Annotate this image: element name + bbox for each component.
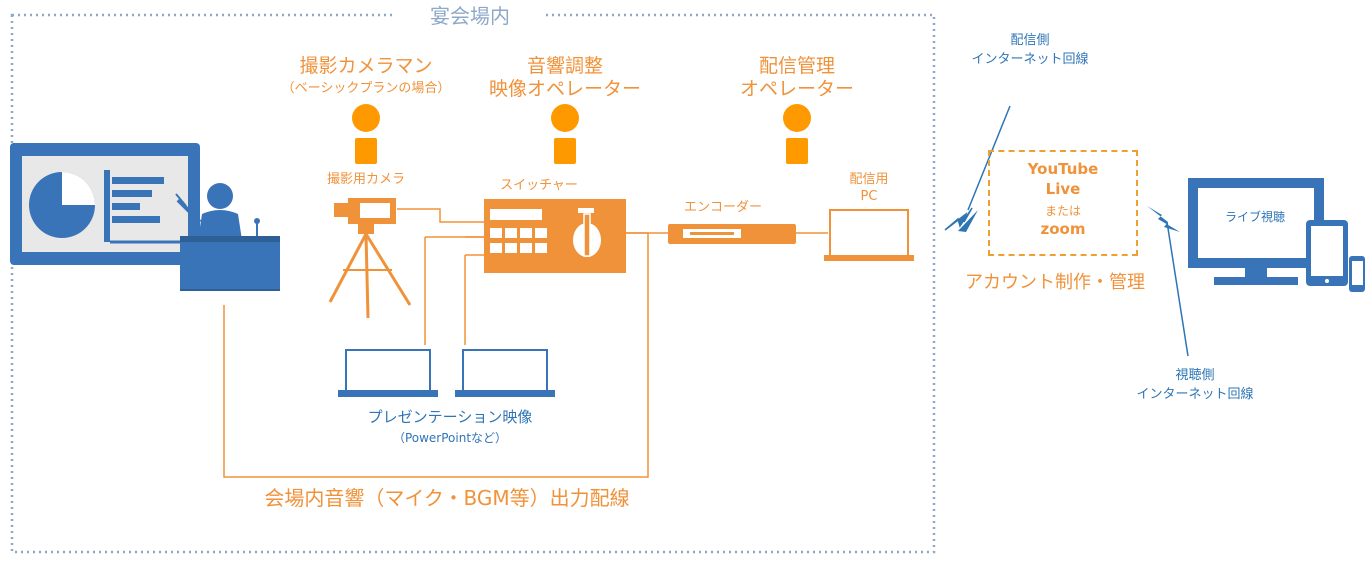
stream-pc-label-line2: PC (860, 189, 878, 204)
camera-operator-title: 撮影カメラマン (299, 55, 433, 77)
viewer-monitor-icon (1188, 178, 1324, 285)
viewer-tablet-icon (1306, 220, 1348, 286)
podium-icon (180, 218, 280, 291)
switcher-icon (484, 199, 626, 273)
camera-operator-person-icon (352, 104, 380, 164)
audio-output-wiring (223, 208, 828, 478)
presentation-laptop-1-icon (338, 349, 438, 397)
platform-box: YouTube Live または zoom (988, 150, 1138, 256)
presentation-note: （PowerPointなど） (392, 431, 508, 445)
presenter-icon (175, 183, 242, 240)
camera-label: 撮影用カメラ (326, 172, 405, 187)
audio-operator-line1: 音響調整 (526, 55, 603, 77)
viewer-internet-line (1147, 206, 1189, 357)
stream-operator-line1: 配信管理 (758, 55, 835, 77)
switcher-label: スイッチャー (500, 178, 578, 193)
audio-output-label: 会場内音響（マイク・BGM等）出力配線 (264, 486, 630, 510)
audio-operator-person-icon (551, 104, 579, 164)
stream-pc-laptop-icon (824, 209, 914, 261)
platform-line4: zoom (1040, 220, 1086, 238)
presentation-laptop-2-icon (455, 349, 555, 397)
platform-line1: YouTube (1027, 160, 1099, 178)
stream-operator-line2: オペレーター (739, 78, 854, 100)
stream-operator-person-icon (783, 104, 811, 164)
viewer-net-line1: 視聴側 (1175, 368, 1215, 383)
viewer-phone-icon (1349, 256, 1365, 292)
video-camera-icon (328, 198, 412, 319)
viewer-monitor-label: ライブ視聴 (1224, 210, 1285, 224)
encoder-label: エンコーダー (683, 200, 762, 215)
presentation-label: プレゼンテーション映像 (367, 408, 533, 426)
presentation-screen-icon (10, 143, 200, 265)
sender-net-line2: インターネット回線 (971, 52, 1089, 67)
audio-operator-line2: 映像オペレーター (488, 78, 641, 100)
sender-net-line1: 配信側 (1010, 33, 1050, 48)
viewer-net-line2: インターネット回線 (1136, 387, 1254, 402)
encoder-icon (668, 224, 796, 244)
account-management-label: アカウント制作・管理 (965, 272, 1145, 293)
platform-line2: Live (1045, 180, 1081, 198)
platform-line3: または (1044, 204, 1081, 218)
venue-boundary (10, 13, 936, 554)
camera-operator-note: （ベーシックプランの場合） (281, 81, 451, 96)
venue-title: 宴会場内 (395, 4, 545, 28)
stream-pc-label-line1: 配信用 (849, 172, 889, 187)
